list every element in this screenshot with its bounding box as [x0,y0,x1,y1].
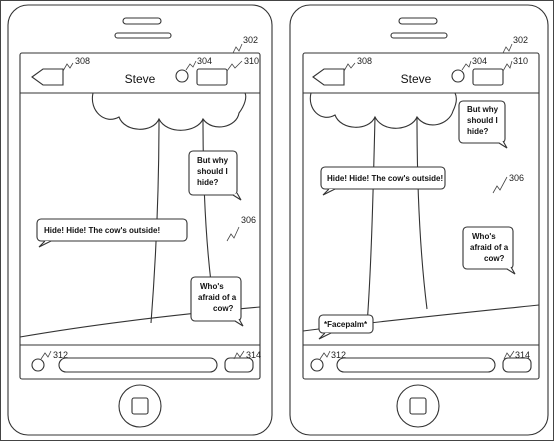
leader-302-left [232,43,243,54]
home-button-left[interactable] [118,384,162,428]
ref-312-right: 312 [331,350,346,360]
bubble-line-right-1a: But why [467,105,499,114]
earpiece-left [114,32,172,39]
bubble-facepalm-right [318,314,374,334]
bubble-tail-left-2 [38,240,52,248]
bubble-line-right-3b: afraid of a [470,243,509,252]
ref-312-left: 312 [53,350,68,360]
leader-304-left [185,60,197,71]
send-button-left[interactable] [224,357,254,373]
home-square-left [131,397,149,415]
bubble-tail-right-2 [322,188,336,196]
ref-304-right: 304 [472,56,487,66]
ref-314-right: 314 [515,350,530,360]
bubble-hide-right [320,166,446,190]
ref-310-right: 310 [513,56,528,66]
contact-name-right: Steve [401,72,432,86]
contact-name-left: Steve [125,72,156,86]
bubble-tail-right-1 [498,140,508,149]
bubble-line-right-3a: Who's [472,232,496,241]
device-right: Steve 308 304 310 302 But why should I h… [289,4,549,436]
bubble-line-right-1c: hide? [467,127,488,136]
bubble-text-left-2: Hide! Hide! The cow's outside! [44,226,160,235]
leader-306-left [226,226,240,242]
cloud-left [91,92,247,131]
bubble-line-right-3c: cow? [484,254,505,263]
ref-302-right: 302 [513,35,528,45]
bubble-tail-left-3 [234,318,244,327]
leader-310-left [226,60,243,72]
ref-302-left: 302 [243,35,258,45]
bubble-line-left-3b: afraid of a [198,293,237,302]
leader-304-right [461,60,472,71]
send-button-right[interactable] [502,357,532,373]
bubble-text-right-3: Who's afraid of a cow? [470,232,510,263]
bubble-line-left-1b: should I [197,167,228,176]
bubble-text-right-2: Hide! Hide! The cow's outside! [327,174,443,183]
tree-trunk-right-b [416,116,428,310]
bubble-text-left-3: Who's afraid of a cow? [198,282,238,313]
bubble-line-left-1c: hide? [197,178,218,187]
home-square-right [409,397,427,415]
bubble-hide-question-left [188,150,238,196]
device-left: Steve 308 304 310 302 But why should I h… [7,4,273,436]
bubble-hide-left [36,218,188,242]
back-arrow-icon-right[interactable] [312,68,345,86]
screen-left [19,52,261,380]
leader-314-left [233,350,245,360]
bubble-hide-question-right [458,100,506,144]
leader-302-right [502,43,513,54]
device-body-right [289,4,549,436]
bubble-tail-right-4 [318,332,332,340]
cloud-right [309,92,457,129]
leader-314-right [503,350,515,360]
leader-306-right [492,176,508,194]
bubble-line-left-3a: Who's [200,282,224,291]
bubble-line-right-1b: should I [467,116,498,125]
bubble-text-right-1: But why should I hide? [467,105,500,136]
bubble-line-left-1a: But why [197,156,229,165]
earpiece-right [390,32,448,39]
avatar-icon-left[interactable] [175,69,189,83]
bubble-line-left-3c: cow? [213,304,234,313]
message-input-right[interactable] [336,357,496,373]
camera-icon-right[interactable] [310,358,324,372]
ref-310-left: 310 [244,56,259,66]
leader-312-left [40,350,52,360]
ref-308-right: 308 [357,56,372,66]
bubble-text-left-1: But why should I hide? [197,156,230,187]
camera-icon-left[interactable] [31,358,45,372]
bubble-afraid-right [462,226,514,270]
device-body-left [7,4,273,436]
screen-right [302,52,540,380]
leader-310-right [502,60,513,72]
header-box-right[interactable] [472,68,504,86]
ref-304-left: 304 [197,56,212,66]
leader-312-right [319,350,331,360]
ref-308-left: 308 [75,56,90,66]
bubble-text-right-4: *Facepalm* [324,320,368,329]
ref-306-left: 306 [241,215,256,225]
ref-314-left: 314 [246,350,261,360]
bubble-afraid-left [190,276,242,322]
avatar-icon-right[interactable] [451,69,465,83]
header-box-left[interactable] [196,68,228,86]
message-input-left[interactable] [58,357,218,373]
back-arrow-icon-left[interactable] [31,68,64,86]
speaker-left [122,17,162,25]
speaker-right [398,17,438,25]
tree-trunk-right-a [366,116,376,326]
bubble-tail-left-1 [232,192,242,201]
ref-306-right: 306 [509,173,524,183]
bubble-tail-right-3 [506,266,516,275]
leader-308-right [343,62,356,72]
home-button-right[interactable] [396,384,440,428]
leader-308-left [62,62,74,72]
